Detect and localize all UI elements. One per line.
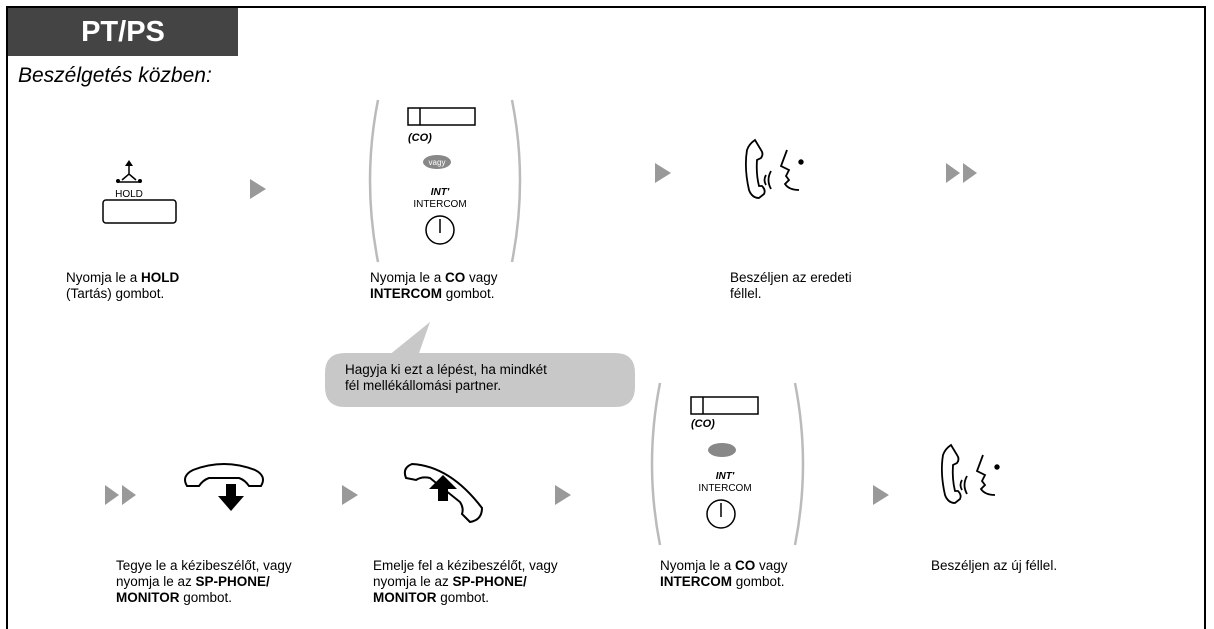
handset-down-icon [184,463,264,511]
int-label: INT' [431,187,450,198]
intercom-label: INTERCOM [413,199,466,210]
arrow-icon [342,485,358,505]
co-intercom-group-1: (CO) vagy INT' INTERCOM [368,99,522,263]
talk-icon [940,443,1000,504]
double-arrow-icon [105,485,119,505]
arrow-icon [873,485,889,505]
pt-ps-tab: PT/PS [8,8,238,56]
note-bubble [325,322,635,407]
arrow-icon [655,163,671,183]
co-label: (CO) [408,132,432,144]
double-arrow-icon [946,163,960,183]
page-subtitle: Beszélgetés közben: [18,64,212,87]
step-lift-caption: Emelje fel a kézibeszélőt, vagy nyomja l… [373,558,558,605]
talk-icon [744,138,804,199]
co-label: (CO) [691,418,715,430]
step-co-caption: Nyomja le a CO vagy INTERCOM gombot. [370,270,498,301]
step-co2-caption: Nyomja le a CO vagy INTERCOM gombot. [660,558,788,589]
or-label: vagy [429,158,446,167]
step-hangup-caption: Tegye le a kézibeszélőt, vagy nyomja le … [116,558,292,605]
step-talk-new-caption: Beszéljen az új féllel. [931,558,1058,573]
co-intercom-group-2: (CO) INT' INTERCOM [650,382,805,546]
arrow-icon [250,179,266,199]
hold-key-label: HOLD [115,189,143,200]
handset-up-icon [403,462,484,524]
hold-button-icon: HOLD [102,160,177,224]
intercom-label: INTERCOM [698,483,751,494]
int-label: INT' [716,471,735,482]
note-text: Hagyja ki ezt a lépést, ha mindkét fél m… [345,362,547,393]
step-talk-caption: Beszéljen az eredeti féllel. [730,270,852,301]
arrow-icon [555,485,571,505]
diagram-frame [6,6,1206,629]
step-hold-caption: Nyomja le a HOLD (Tartás) gombot. [66,270,180,301]
double-arrow-icon [963,163,977,183]
double-arrow-icon [122,485,136,505]
